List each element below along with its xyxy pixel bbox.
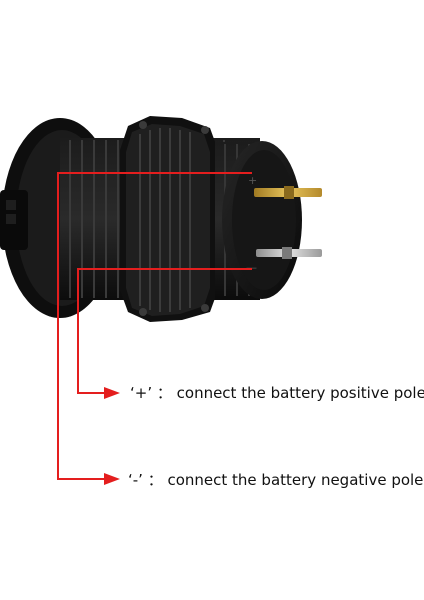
lock-nut	[120, 116, 218, 322]
negative-terminal	[256, 247, 322, 259]
positive-arrow-icon	[104, 387, 120, 399]
negative-leader-line	[57, 172, 252, 480]
minus-mark: —	[246, 261, 257, 274]
positive-terminal	[254, 186, 322, 199]
plus-mark: +	[248, 174, 257, 187]
rear-cap	[222, 141, 302, 299]
positive-pole-caption: ‘+’ ： connect the battery positive pole	[130, 384, 424, 402]
negative-pole-caption: ‘-’ ： connect the battery negative pole	[128, 471, 424, 489]
negative-arrow-icon	[104, 473, 120, 485]
positive-leader-line	[77, 268, 252, 394]
